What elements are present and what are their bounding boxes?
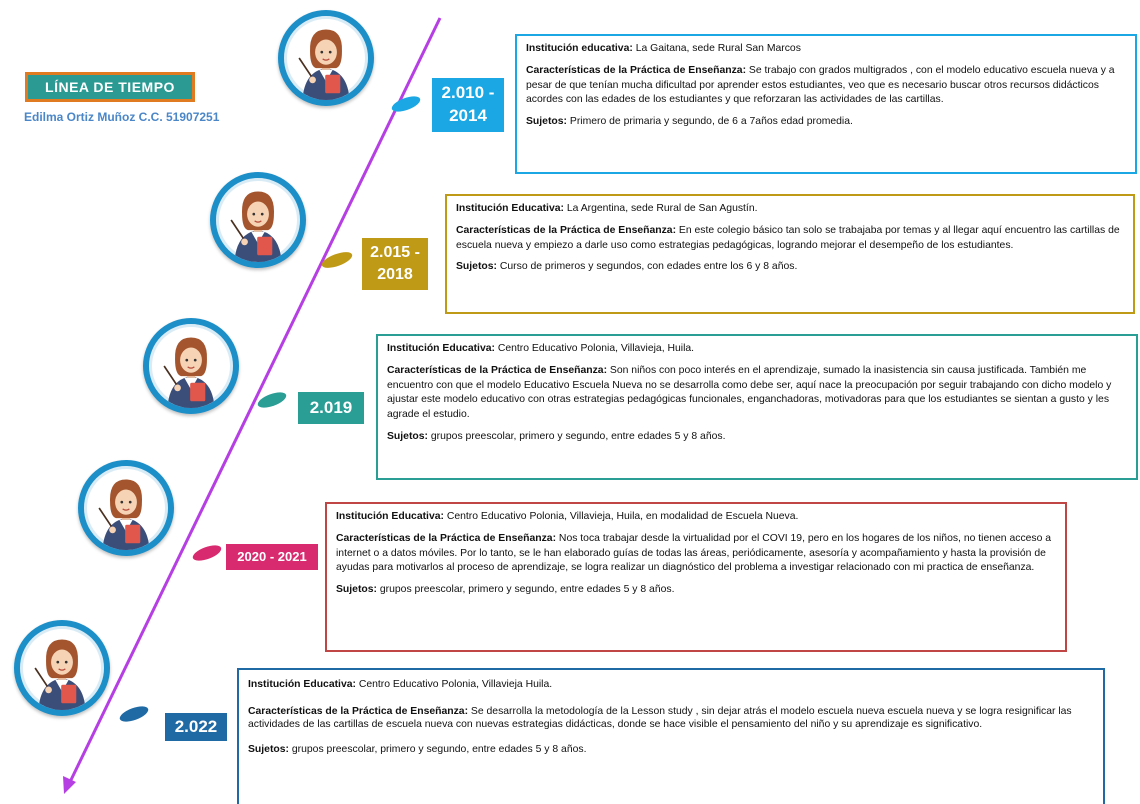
institution-line: Institución Educativa: Centro Educativo … xyxy=(248,678,1094,693)
teacher-icon xyxy=(219,181,297,262)
teacher-avatar-5 xyxy=(14,620,110,716)
subjects-label: Sujetos: xyxy=(387,430,428,442)
timeline-title: LÍNEA DE TIEMPO xyxy=(25,72,195,102)
year-label-line1: 2020 - 2021 xyxy=(237,549,307,565)
year-label-2: 2.015 - 2018 xyxy=(362,238,428,290)
characteristics-label: Características de la Práctica de Enseña… xyxy=(526,64,747,76)
institution-label: Institución Educativa: xyxy=(336,511,444,522)
characteristics-line: Características de la Práctica de Enseña… xyxy=(456,224,1124,254)
year-label-4: 2020 - 2021 xyxy=(226,544,318,570)
subjects-label: Sujetos: xyxy=(456,261,497,273)
teacher-icon xyxy=(287,19,365,100)
year-label-line2: 2018 xyxy=(377,266,413,283)
characteristics-value: Se desarrolla la metodología de la Lesso… xyxy=(248,705,1072,730)
subjects-value: grupos preescolar, primero y segundo, en… xyxy=(289,743,587,755)
entry-card-4: Institución Educativa: Centro Educativo … xyxy=(325,502,1067,652)
year-label-line1: 2.022 xyxy=(174,716,218,736)
subjects-label: Sujetos: xyxy=(526,116,567,128)
subjects-line: Sujetos: grupos preescolar, primero y se… xyxy=(336,583,1056,598)
characteristics-value: Son niños con poco interés en el aprendi… xyxy=(387,364,1112,421)
characteristics-value: Nos toca trabajar desde la virtualidad p… xyxy=(336,532,1052,574)
institution-label: Institución educativa: xyxy=(526,43,633,54)
year-label-1: 2.010 - 2014 xyxy=(432,78,504,132)
subjects-label: Sujetos: xyxy=(336,584,377,596)
institution-line: Institución educativa: La Gaitana, sede … xyxy=(526,42,1126,57)
characteristics-line: Características de la Práctica de Enseña… xyxy=(336,532,1056,576)
entry-card-2: Institución Educativa: La Argentina, sed… xyxy=(445,194,1135,314)
entry-card-1: Institución educativa: La Gaitana, sede … xyxy=(515,34,1137,174)
institution-value: La Argentina, sede Rural de San Agustín. xyxy=(563,203,758,214)
institution-label: Institución Educativa: xyxy=(387,343,495,354)
entry-card-5: Institución Educativa: Centro Educativo … xyxy=(237,668,1105,804)
characteristics-label: Características de la Práctica de Enseña… xyxy=(387,364,608,376)
institution-line: Institución Educativa: Centro Educativo … xyxy=(387,342,1127,357)
institution-label: Institución Educativa: xyxy=(248,679,356,690)
subjects-value: Primero de primaria y segundo, de 6 a 7a… xyxy=(567,116,853,128)
subjects-value: grupos preescolar, primero y segundo, en… xyxy=(377,584,675,596)
institution-line: Institución Educativa: La Argentina, sed… xyxy=(456,202,1124,217)
institution-value: Centro Educativo Polonia, Villavieja Hui… xyxy=(355,679,553,690)
characteristics-label: Características de la Práctica de Enseña… xyxy=(456,224,677,236)
institution-value: Centro Educativo Polonia, Villavieja, Hu… xyxy=(443,511,799,522)
subjects-line: Sujetos: Primero de primaria y segundo, … xyxy=(526,115,1126,130)
timeline-arrowhead xyxy=(63,776,76,794)
teacher-icon xyxy=(152,327,230,408)
institution-value: La Gaitana, sede Rural San Marcos xyxy=(632,43,801,54)
timeline-marker-1 xyxy=(391,96,421,112)
teacher-icon xyxy=(87,469,165,550)
subjects-line: Sujetos: Curso de primeros y segundos, c… xyxy=(456,260,1124,275)
subjects-line: Sujetos: grupos preescolar, primero y se… xyxy=(248,743,1094,758)
year-label-line2: 2014 xyxy=(449,106,487,125)
characteristics-value: En este colegio básico tan solo se traba… xyxy=(456,224,1120,251)
teacher-avatar-2 xyxy=(210,172,306,268)
subjects-value: Curso de primeros y segundos, con edades… xyxy=(497,261,798,273)
characteristics-line: Características de la Práctica de Enseña… xyxy=(387,364,1127,423)
author-name: Edilma Ortiz Muñoz C.C. 51907251 xyxy=(24,110,220,124)
year-label-5: 2.022 xyxy=(165,713,227,741)
entry-card-3: Institución Educativa: Centro Educativo … xyxy=(376,334,1138,480)
year-label-line1: 2.010 - xyxy=(441,83,495,103)
subjects-value: grupos preescolar, primero y segundo, en… xyxy=(428,430,726,442)
subjects-label: Sujetos: xyxy=(248,743,289,755)
institution-line: Institución Educativa: Centro Educativo … xyxy=(336,510,1056,525)
teacher-icon xyxy=(23,629,101,710)
characteristics-label: Características de la Práctica de Enseña… xyxy=(248,705,469,717)
timeline-marker-5 xyxy=(119,706,149,722)
year-label-line1: 2.019 xyxy=(309,397,353,417)
timeline-marker-2 xyxy=(321,252,353,268)
teacher-avatar-3 xyxy=(143,318,239,414)
teacher-avatar-4 xyxy=(78,460,174,556)
teacher-avatar-1 xyxy=(278,10,374,106)
timeline-marker-4 xyxy=(192,545,222,561)
institution-label: Institución Educativa: xyxy=(456,203,564,214)
characteristics-label: Características de la Práctica de Enseña… xyxy=(336,532,557,544)
characteristics-line: Características de la Práctica de Enseña… xyxy=(526,64,1126,108)
characteristics-value: Se trabajo con grados multigrados , con … xyxy=(526,64,1115,106)
timeline-marker-3 xyxy=(257,392,287,408)
institution-value: Centro Educativo Polonia, Villavieja, Hu… xyxy=(494,343,695,354)
year-label-3: 2.019 xyxy=(298,392,364,424)
characteristics-line: Características de la Práctica de Enseña… xyxy=(248,705,1094,731)
year-label-line1: 2.015 - xyxy=(370,244,420,262)
timeline-line xyxy=(68,17,442,783)
subjects-line: Sujetos: grupos preescolar, primero y se… xyxy=(387,430,1127,445)
